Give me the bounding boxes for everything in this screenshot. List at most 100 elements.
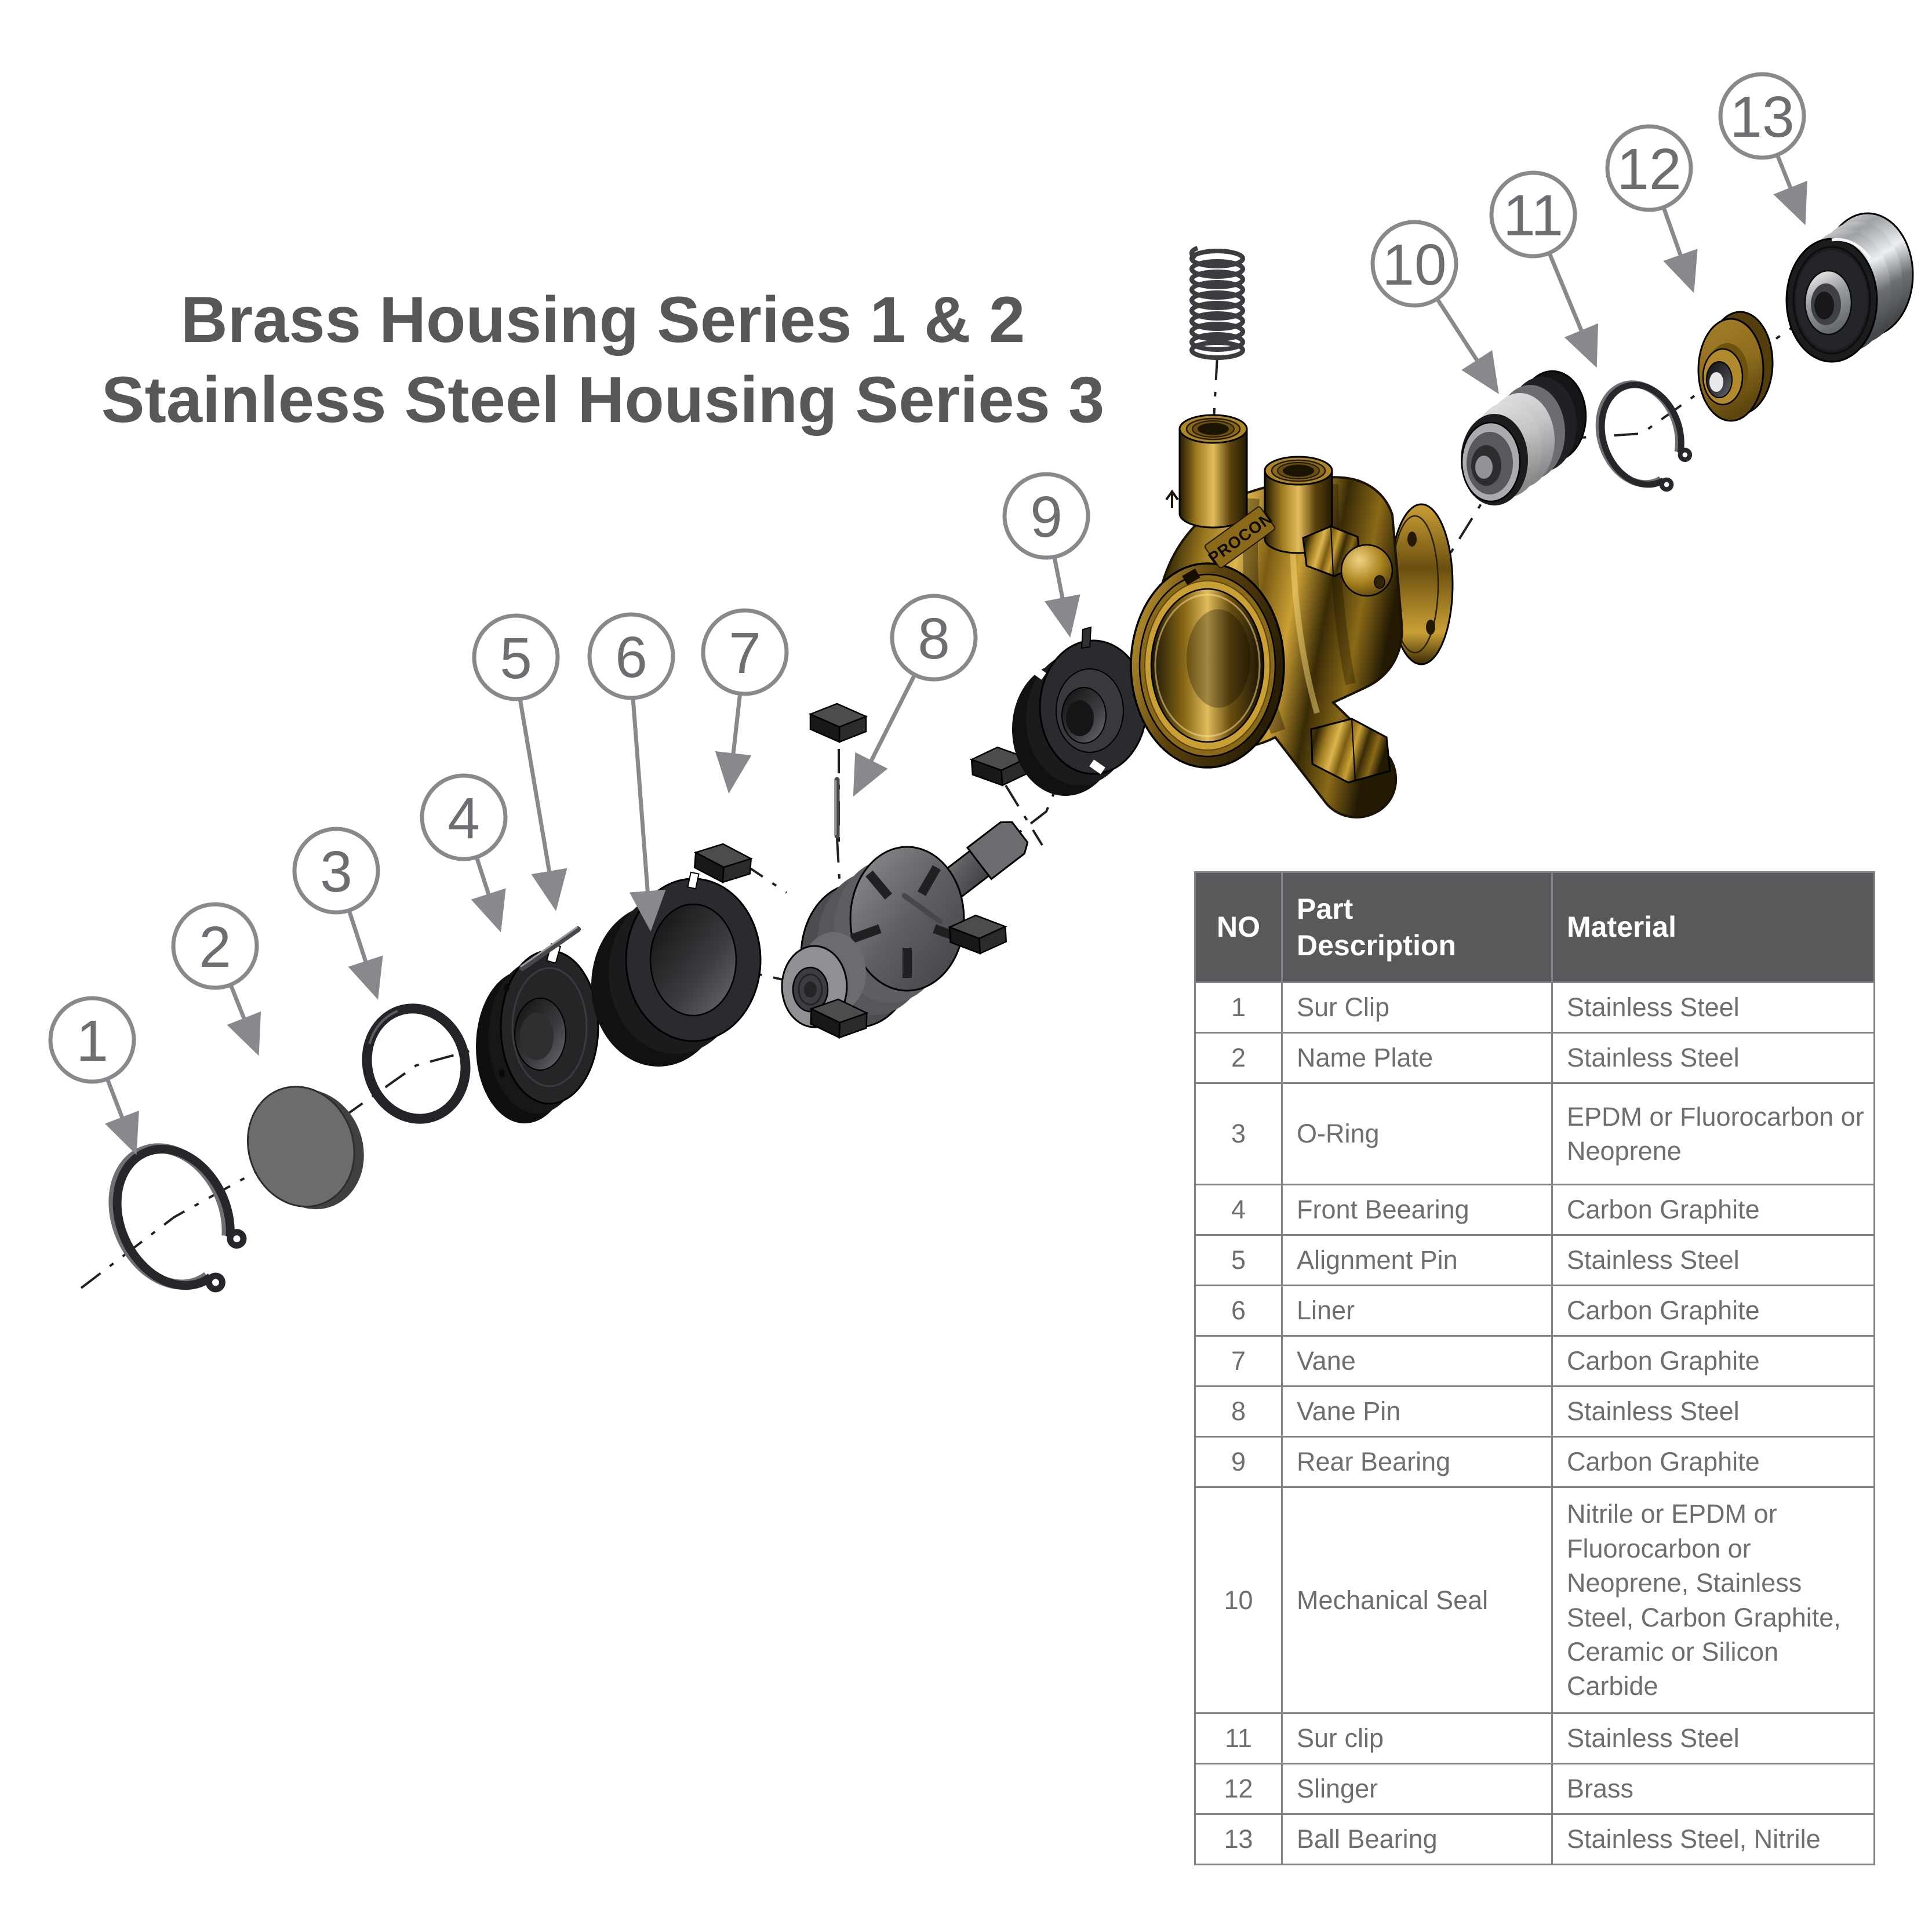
housing-spring [1189,246,1245,360]
callout-12-number: 12 [1617,137,1681,202]
callout-13: 13 [1718,72,1807,225]
cell-no: 2 [1194,1032,1283,1084]
parts-table-header: NO Part Description Material [1194,871,1875,983]
callout-11: 11 [1489,170,1599,368]
cell-material: Stainless Steel [1551,1234,1875,1286]
cell-part: Ball Bearing [1281,1813,1553,1865]
part-mechanical-seal [1461,370,1587,505]
callouts: 1 2 3 4 5 6 7 [48,72,1807,1155]
cell-part: Vane [1281,1335,1553,1387]
part-rear-bearing [1012,626,1148,796]
callout-7: 7 [701,608,789,794]
callout-4-number: 4 [447,786,480,851]
cell-material: EPDM or Fluorocarbon or Neoprene [1551,1082,1875,1185]
callout-9: 9 [1002,472,1090,638]
header-part-description: Part Description [1281,871,1553,983]
cell-material: Stainless Steel [1551,981,1875,1034]
title-line-2: Stainless Steel Housing Series 3 [101,363,1104,436]
callout-10-number: 10 [1382,232,1446,297]
cell-part: Front Beearing [1281,1184,1553,1236]
cell-no: 7 [1194,1335,1283,1387]
callout-13-number: 13 [1730,85,1794,150]
part-front-bearing [476,943,599,1123]
cell-material: Nitrile or EPDM or Fluorocarbon or Neopr… [1551,1486,1875,1714]
part-o-ring [362,1003,471,1124]
cell-part: Slinger [1281,1763,1553,1815]
callout-12: 12 [1605,124,1698,293]
cell-no: 13 [1194,1813,1283,1865]
cell-material: Stainless Steel, Nitrile [1551,1813,1875,1865]
cell-no: 1 [1194,981,1283,1034]
cell-no: 12 [1194,1763,1283,1815]
callout-4: 4 [420,773,508,933]
header-no: NO [1194,871,1283,983]
callout-7-number: 7 [729,621,761,686]
housing-port-inlet [1165,414,1248,529]
cell-no: 8 [1194,1385,1283,1438]
cell-material: Stainless Steel [1551,1712,1875,1764]
callout-2-number: 2 [199,915,231,980]
part-sur-clip-front [108,1143,247,1293]
cell-part: Rear Bearing [1281,1436,1553,1488]
callout-2: 2 [171,902,261,1056]
cell-no: 9 [1194,1436,1283,1488]
callout-8: 8 [853,594,978,797]
part-liner [591,871,762,1067]
cell-no: 11 [1194,1712,1283,1764]
cell-no: 5 [1194,1234,1283,1286]
cell-material: Carbon Graphite [1551,1436,1875,1488]
cell-part: Liner [1281,1285,1553,1337]
cell-material: Carbon Graphite [1551,1285,1875,1337]
part-sur-clip-rear [1595,380,1693,492]
callout-10: 10 [1370,220,1499,394]
cell-part: Vane Pin [1281,1385,1553,1438]
callout-1-number: 1 [76,1009,108,1074]
callout-6: 6 [587,612,675,932]
header-material: Material [1551,871,1875,983]
cell-part: Sur Clip [1281,981,1553,1034]
part-slinger [1697,311,1774,422]
cell-part: Sur clip [1281,1712,1553,1764]
cell-material: Carbon Graphite [1551,1335,1875,1387]
cell-no: 6 [1194,1285,1283,1337]
part-name-plate [246,1086,364,1210]
callout-1: 1 [48,996,139,1155]
part-ball-bearing [1785,212,1914,363]
part-alignment-pin [519,926,581,971]
brass-housing: PROCON [1130,246,1454,818]
rotor-shaft-assembly [781,821,1029,1028]
cell-material: Brass [1551,1763,1875,1815]
cell-part: O-Ring [1281,1082,1553,1185]
housing-front-opening [1130,562,1285,769]
cell-no: 3 [1194,1082,1283,1185]
callout-3: 3 [292,827,383,1000]
callout-3-number: 3 [320,839,352,904]
part-vane-pins [834,777,943,925]
cell-no: 4 [1194,1184,1283,1236]
flow-up-arrow-icon [1165,489,1179,508]
cell-material: Carbon Graphite [1551,1184,1875,1236]
title-line-1: Brass Housing Series 1 & 2 [181,283,1025,356]
cell-no: 10 [1194,1486,1283,1714]
cell-material: Stainless Steel [1551,1385,1875,1438]
callout-9-number: 9 [1030,485,1063,550]
cell-part: Mechanical Seal [1281,1486,1553,1714]
housing-ball-detail [1340,544,1393,597]
callout-5: 5 [472,613,567,911]
cell-part: Name Plate [1281,1032,1553,1084]
callout-5-number: 5 [500,626,532,691]
